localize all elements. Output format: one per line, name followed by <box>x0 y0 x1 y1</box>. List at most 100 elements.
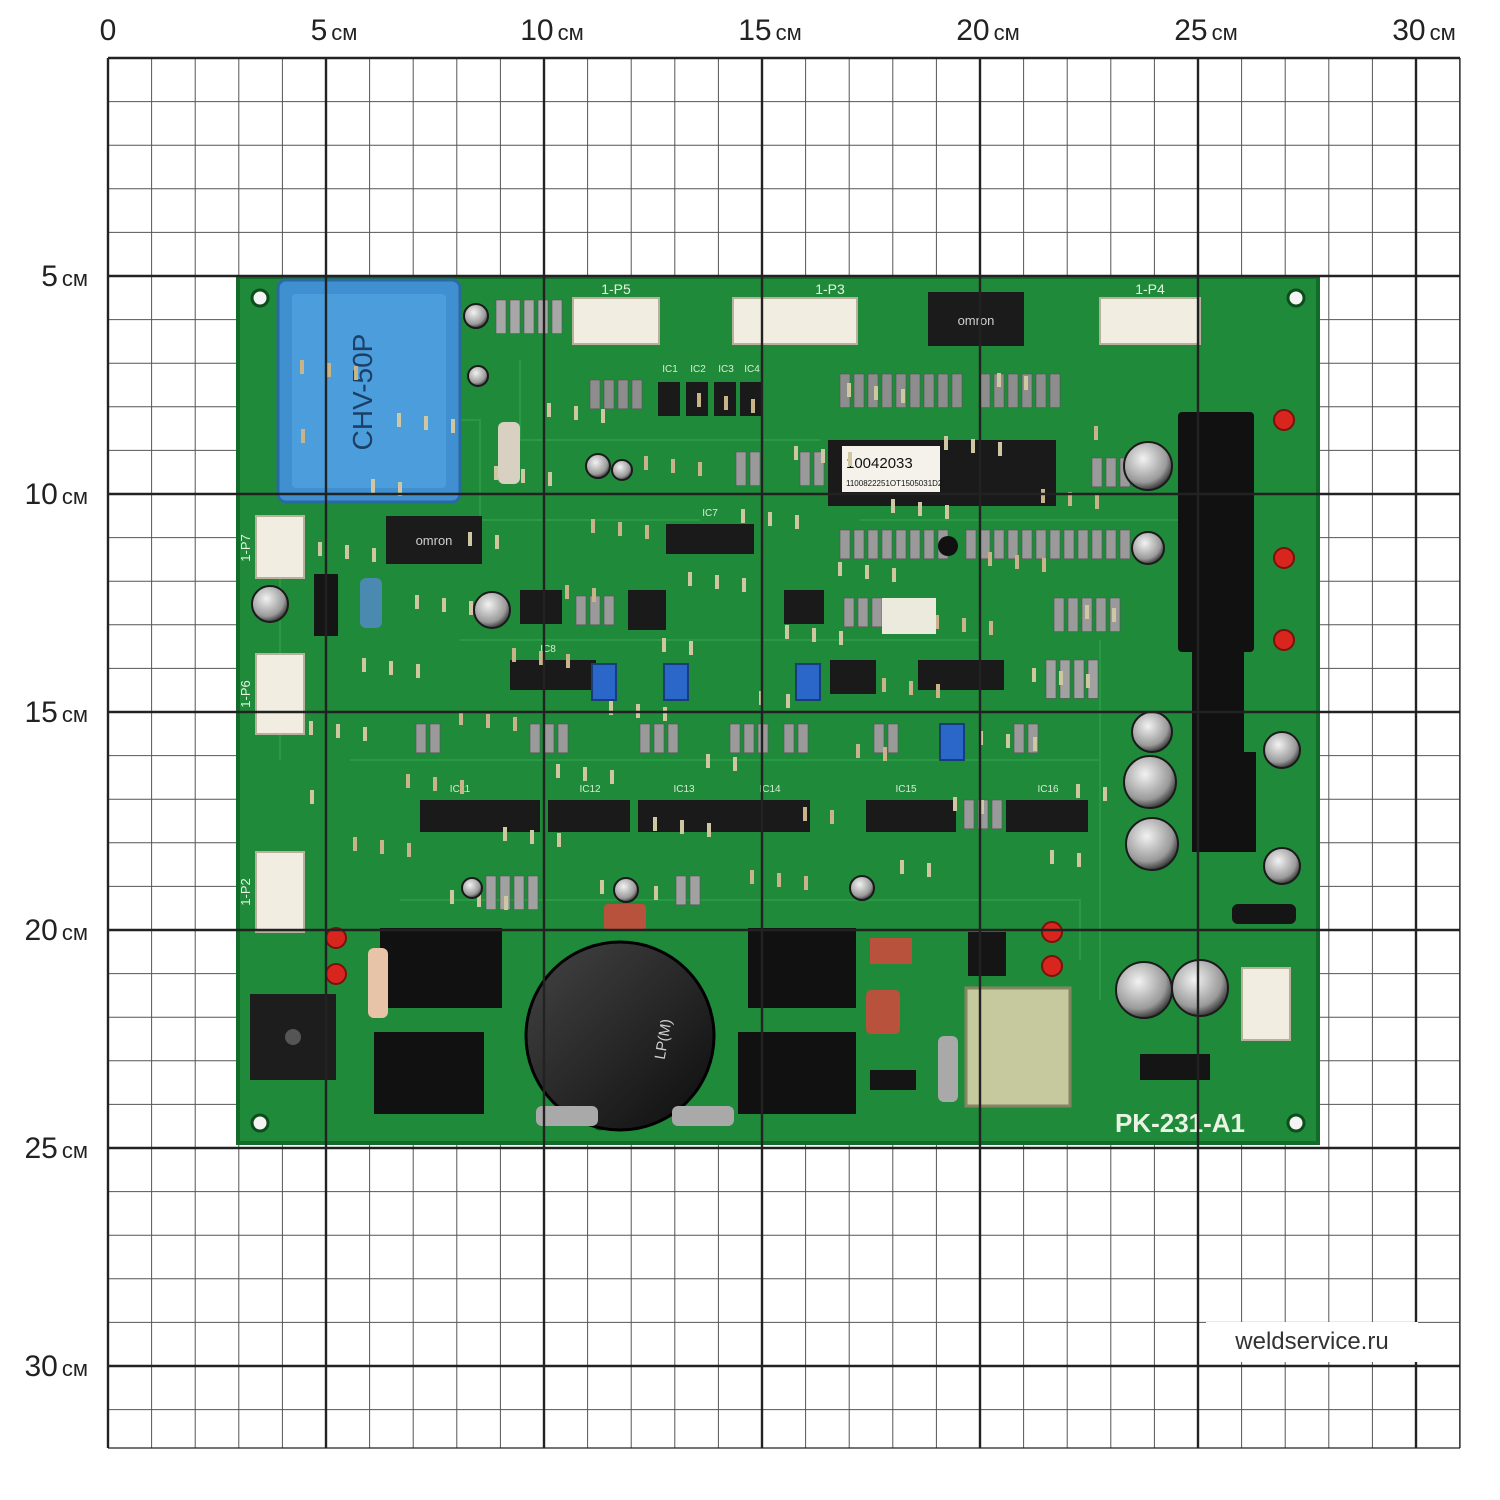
resistor <box>838 562 842 576</box>
smd-component <box>1119 529 1131 560</box>
resistor <box>327 363 331 377</box>
smd-component <box>1021 529 1033 560</box>
smd-component <box>743 723 755 754</box>
resistor <box>494 466 498 480</box>
resistor <box>416 664 420 678</box>
resistor <box>301 429 305 443</box>
resistor <box>945 505 949 519</box>
resistor <box>856 744 860 758</box>
smd-component <box>639 723 651 754</box>
ic-label: IC13 <box>673 784 695 795</box>
smd-component <box>1067 597 1079 632</box>
smd-component <box>523 299 535 334</box>
smd-component <box>603 379 615 410</box>
resistor <box>795 515 799 529</box>
resistor <box>407 843 411 857</box>
smd-component <box>871 597 883 628</box>
ic-chip <box>918 660 1004 690</box>
misc-components <box>314 422 1296 1126</box>
smd-component <box>965 529 977 560</box>
smd-component <box>603 595 615 626</box>
top-tick-label: 0 <box>100 14 117 47</box>
resistor <box>353 837 357 851</box>
resistor <box>821 449 825 463</box>
resistor <box>751 399 755 413</box>
resistor <box>495 535 499 549</box>
connector-1-p5: 1-P5 <box>572 281 660 345</box>
ic-label: IC3 <box>718 364 734 375</box>
resistor <box>909 681 913 695</box>
resistor <box>566 654 570 668</box>
resistor <box>1094 426 1098 440</box>
resistor <box>688 572 692 586</box>
resistor <box>927 863 931 877</box>
connectors: 1-P5 1-P3 1-P4 1-P7 1-P6 1-P2 <box>238 281 1291 1041</box>
svg-text:1-P6: 1-P6 <box>238 680 253 707</box>
smd-component <box>485 875 497 910</box>
resistor <box>962 618 966 632</box>
smd-component <box>887 723 899 754</box>
resistor <box>1024 376 1028 390</box>
leds <box>325 409 1295 985</box>
resistor <box>477 893 481 907</box>
resistor <box>583 767 587 781</box>
resistor <box>997 373 1001 387</box>
resistor <box>1077 853 1081 867</box>
resistor <box>741 509 745 523</box>
smd-component <box>509 299 521 334</box>
connector-1-p4: 1-P4 <box>1099 281 1201 345</box>
smd-component <box>415 723 427 754</box>
smd-component <box>631 379 643 410</box>
smd-component <box>909 373 921 408</box>
resistor <box>803 807 807 821</box>
resistor <box>442 598 446 612</box>
smd-component <box>735 451 747 486</box>
resistor <box>680 820 684 834</box>
resistor <box>1006 734 1010 748</box>
ic-label: IC4 <box>744 364 760 375</box>
smd-component <box>783 723 795 754</box>
resistor <box>1059 671 1063 685</box>
trimmer-potentiometers <box>591 663 965 761</box>
ic-label: IC12 <box>579 784 601 795</box>
ic-chip <box>666 524 754 554</box>
smd-component <box>1021 373 1033 408</box>
resistor <box>1103 787 1107 801</box>
smd-component <box>429 723 441 754</box>
resistor <box>354 366 358 380</box>
resistor <box>433 777 437 791</box>
resistor <box>610 770 614 784</box>
resistor <box>609 701 613 715</box>
resistor <box>653 817 657 831</box>
smd-component <box>1049 529 1061 560</box>
smd-component <box>589 379 601 410</box>
resistor <box>460 780 464 794</box>
chip-sticker-number: 10042033 <box>846 455 913 472</box>
smd-component <box>909 529 921 560</box>
smd-component <box>617 379 629 410</box>
relay-top <box>928 292 1024 346</box>
ic-label: IC1 <box>662 364 678 375</box>
ic-label: IC8 <box>540 644 556 655</box>
resistor <box>971 439 975 453</box>
resistor <box>707 823 711 837</box>
resistor <box>310 790 314 804</box>
smd-component <box>1007 529 1019 560</box>
resistor <box>565 585 569 599</box>
resistor <box>1042 558 1046 572</box>
resistor <box>415 595 419 609</box>
resistor <box>362 658 366 672</box>
ic-chip <box>784 590 824 624</box>
resistor <box>539 651 543 665</box>
svg-text:1-P5: 1-P5 <box>601 281 631 297</box>
resistor <box>777 873 781 887</box>
smd-component <box>923 529 935 560</box>
smd-component <box>653 723 665 754</box>
smd-component <box>1063 529 1075 560</box>
svg-text:1-P4: 1-P4 <box>1135 281 1165 297</box>
